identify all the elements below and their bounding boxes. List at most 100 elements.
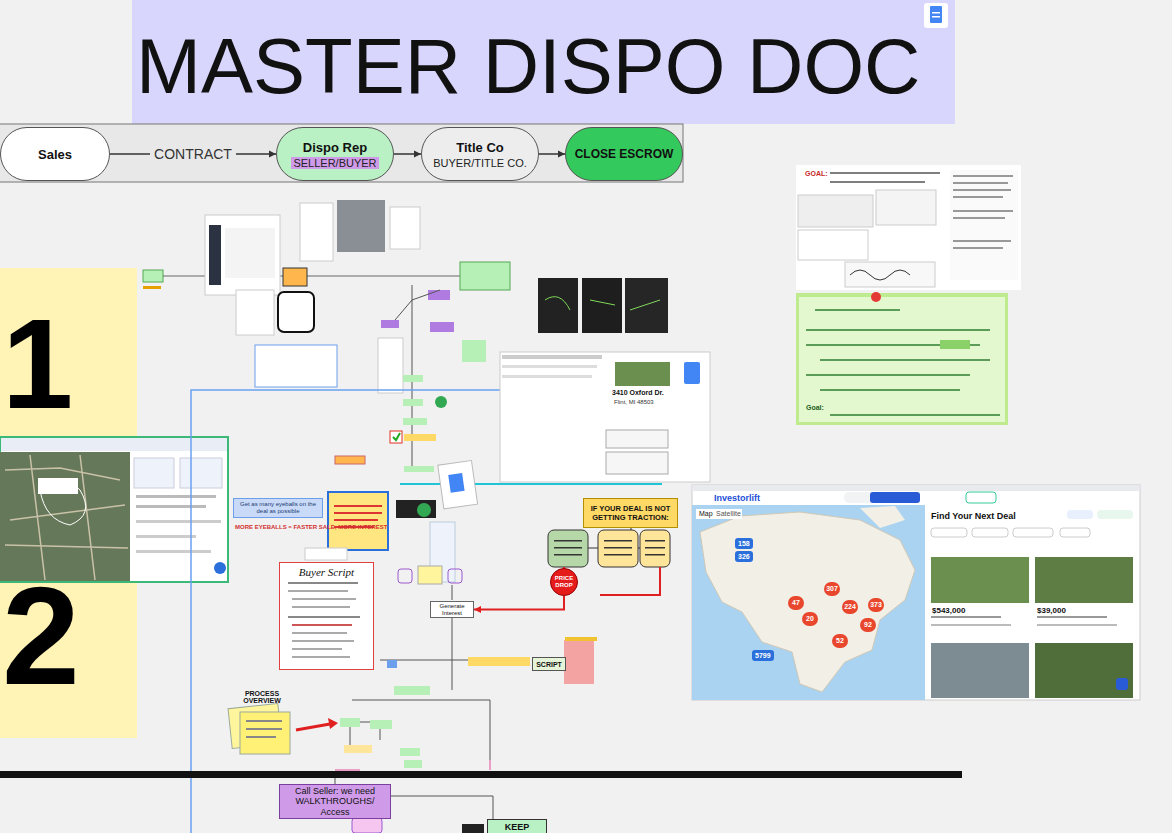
doc-icon xyxy=(924,3,948,28)
flowchart-sketch-part xyxy=(335,456,365,464)
investorlift-screenshot-part xyxy=(931,528,967,537)
traction-steps-part xyxy=(645,540,665,542)
investorlift-screenshot-part xyxy=(700,512,915,692)
goal-notes-part xyxy=(799,297,1005,422)
process-overview-notes-part xyxy=(344,745,372,753)
process-overview-notes-part xyxy=(400,748,420,756)
buyer-script-page-part xyxy=(288,590,348,592)
flowchart-sketch-part xyxy=(404,434,436,441)
process-overview-notes-part xyxy=(328,718,338,729)
flowchart-sketch-part xyxy=(300,203,333,261)
map-screenshot-part xyxy=(38,478,78,494)
goal-notes-part xyxy=(953,217,1005,219)
flowchart-sketch-part xyxy=(394,686,430,695)
doc-icon-part xyxy=(924,3,948,28)
flowchart-sketch-part xyxy=(582,278,622,333)
investorlift-screenshot-part xyxy=(1013,528,1053,537)
doc-icon-part xyxy=(932,12,940,14)
price-drop-circle: PRICE DROP xyxy=(550,568,578,596)
flowchart-sketch-part xyxy=(334,519,378,521)
flowchart-sketch-part xyxy=(337,200,385,252)
map-screenshot-part xyxy=(136,520,221,523)
connector-line xyxy=(474,596,564,610)
traction-steps-part xyxy=(598,530,638,567)
flowchart-sketch-part xyxy=(565,637,597,641)
map-screenshot-part xyxy=(136,505,206,508)
process-overview-notes-part xyxy=(370,720,392,729)
connector xyxy=(394,151,421,158)
process-overview-notes-part xyxy=(296,724,330,730)
flowchart-sketch-part xyxy=(564,640,594,684)
goal-notes-part xyxy=(950,170,1018,280)
flowchart-sketch-part xyxy=(430,322,454,332)
flowchart-sketch-part xyxy=(502,375,592,378)
goal-notes-part xyxy=(953,210,1013,212)
node-text: KEEP xyxy=(505,822,530,832)
goal-notes-part xyxy=(850,270,910,280)
process-overview-notes-part xyxy=(340,718,360,727)
goal-notes-part xyxy=(876,190,936,225)
section-panel xyxy=(0,268,137,738)
investorlift-screenshot-part xyxy=(1037,624,1117,626)
flowchart-sketch-part xyxy=(400,483,662,485)
flowchart-sketch-part xyxy=(143,270,163,282)
investorlift-screenshot-part xyxy=(1035,557,1133,603)
goal-notes-part xyxy=(940,340,970,349)
buyer-script-page-part xyxy=(292,656,350,658)
node-text: SCRIPT xyxy=(536,661,562,668)
goal-notes-part xyxy=(798,195,873,227)
goal-notes-part xyxy=(845,262,935,287)
flowchart-sketch-part xyxy=(255,345,337,387)
flowchart-sketch-part xyxy=(502,355,602,359)
node-text: Dispo Rep xyxy=(303,140,367,155)
node-subtext: BUYER/TITLE CO. xyxy=(433,157,527,169)
flowchart-sketch-part xyxy=(191,390,500,833)
investorlift-screenshot-part xyxy=(1116,678,1128,690)
investorlift-screenshot-part xyxy=(870,492,920,503)
node-text: PRICE DROP xyxy=(553,575,575,588)
investorlift-screenshot-part xyxy=(692,505,925,700)
node-text: Call Seller: we need WALKTHROUGHS/ Acces… xyxy=(283,786,387,817)
investorlift-screenshot-part xyxy=(1037,616,1107,618)
goal-notes-part xyxy=(953,182,1008,184)
investorlift-screenshot-part xyxy=(931,624,1011,626)
flowchart-sketch-part xyxy=(684,362,700,384)
note-box: Get as many eyeballs on the deal as poss… xyxy=(233,498,323,518)
map-screenshot-part xyxy=(134,458,174,488)
process-overview-notes-part xyxy=(246,728,282,730)
doc-icon-part xyxy=(930,6,942,23)
buyer-script-page-part xyxy=(305,548,347,560)
section-heading: PROCESS OVERVIEW xyxy=(226,690,298,704)
traction-steps-part xyxy=(564,567,660,595)
lower-sketch-part xyxy=(352,818,382,833)
buyer-script-page-part xyxy=(292,632,347,634)
process-overview-notes-part xyxy=(335,760,490,770)
warning-box: IF YOUR DEAL IS NOT GETTING TRACTION: xyxy=(583,498,678,528)
investorlift-screenshot-part xyxy=(931,643,1029,698)
goal-notes-part xyxy=(953,196,1003,198)
flowchart-sketch-part xyxy=(625,278,668,333)
investorlift-screenshot-part xyxy=(860,506,905,528)
flowchart-sketch-part xyxy=(615,362,670,386)
arrowhead xyxy=(474,606,481,613)
flowchart-sketch-part xyxy=(390,207,420,249)
investorlift-screenshot-part xyxy=(1067,510,1093,519)
map-screenshot-part xyxy=(136,535,196,538)
map-screenshot-part xyxy=(0,437,228,582)
process-overview-notes-part xyxy=(404,760,422,768)
traction-steps-part xyxy=(640,530,670,567)
traction-steps-part xyxy=(554,540,582,542)
buyer-script-page-part xyxy=(292,640,354,642)
goal-notes-part xyxy=(830,173,940,182)
page-heading: Find Your Next Deal xyxy=(931,511,1016,521)
flowchart-sketch-part xyxy=(403,418,427,425)
buyer-script-page xyxy=(279,548,374,670)
goal-notes-part xyxy=(796,293,1008,425)
role-pill: Title CoBUYER/TITLE CO. xyxy=(421,127,539,181)
map-screenshot-part xyxy=(180,458,222,488)
process-overview-notes xyxy=(228,700,490,770)
node-text: PROCESS OVERVIEW xyxy=(227,690,297,704)
